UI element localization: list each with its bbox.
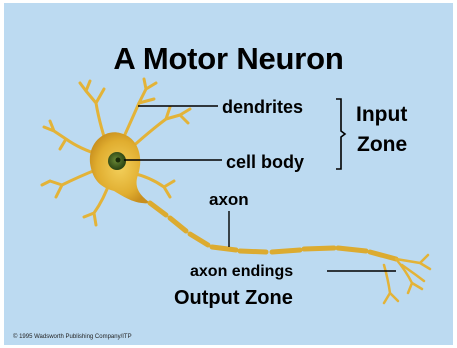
copyright-notice: © 1995 Wadsworth Publishing Company/ITP bbox=[13, 334, 132, 340]
axon-endings bbox=[384, 255, 430, 303]
label-input-zone-line2: Zone bbox=[357, 133, 407, 157]
axon bbox=[150, 203, 396, 259]
label-dendrites: dendrites bbox=[222, 97, 303, 118]
input-zone-bracket bbox=[336, 99, 345, 169]
diagram-title: A Motor Neuron bbox=[4, 41, 453, 77]
label-cell-body: cell body bbox=[226, 152, 304, 173]
label-output-zone: Output Zone bbox=[174, 287, 293, 310]
label-axon: axon bbox=[209, 190, 249, 210]
neuron-diagram-slide: A Motor Neuron dendrites cell body Input… bbox=[4, 3, 453, 345]
label-input-zone-line1: Input bbox=[356, 103, 407, 127]
label-axon-endings: axon endings bbox=[190, 263, 293, 281]
